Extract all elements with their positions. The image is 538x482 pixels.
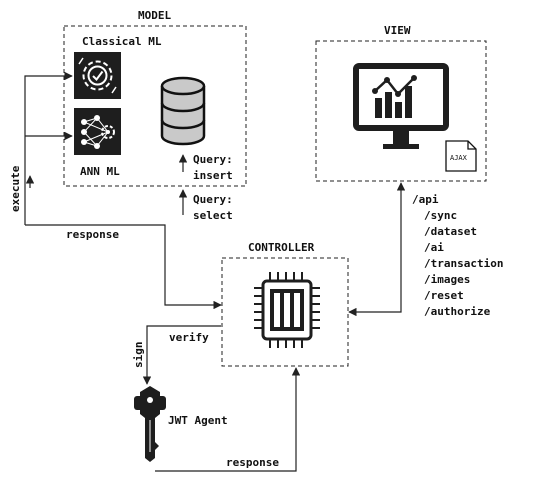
jwt-agent-label: JWT Agent	[168, 414, 228, 427]
classical-ml-label: Classical ML	[82, 35, 162, 48]
ann-ml-label: ANN ML	[80, 165, 120, 178]
api-route-list: /api /sync /dataset /ai /transaction /im…	[412, 193, 503, 318]
model-box	[63, 25, 247, 187]
view-title: VIEW	[384, 24, 411, 37]
database-icon	[160, 76, 206, 146]
execute-arrow-classical	[24, 71, 73, 225]
controller-title: CONTROLLER	[248, 241, 315, 254]
query-select-label-line1: Query:	[193, 193, 233, 206]
classical-ml-gear-check-icon	[74, 52, 121, 99]
verify-sign-arrow	[142, 325, 221, 385]
response-model-arrow	[25, 224, 222, 310]
ajax-document-icon	[445, 140, 477, 172]
query-insert-label-line1: Query:	[193, 153, 233, 166]
api-route-transaction: /transaction	[424, 257, 503, 270]
jwt-key-icon	[134, 386, 166, 462]
api-root-label: /api	[412, 193, 439, 206]
ajax-label: AJAX	[450, 154, 468, 162]
cpu-chip-icon	[254, 272, 320, 348]
view-controller-arrow	[348, 182, 406, 317]
model-title: MODEL	[138, 9, 171, 22]
api-route-sync: /sync	[424, 209, 457, 222]
controller-box	[221, 257, 349, 367]
api-route-images: /images	[424, 273, 470, 286]
api-route-dataset: /dataset	[424, 225, 477, 238]
verify-label: verify	[169, 331, 209, 344]
ann-ml-neural-network-icon	[74, 108, 121, 155]
execute-label: execute	[9, 165, 22, 212]
api-route-authorize: /authorize	[424, 305, 491, 318]
query-select-label-line2: select	[193, 209, 233, 222]
api-route-ai: /ai	[424, 241, 444, 254]
response-jwt-label: response	[226, 456, 279, 469]
monitor-chart-icon	[353, 63, 449, 149]
sign-label: sign	[132, 342, 145, 369]
response-jwt-arrow	[155, 367, 301, 472]
query-insert-label-line2: insert	[193, 169, 233, 182]
api-route-reset: /reset	[424, 289, 464, 302]
view-box	[315, 40, 487, 182]
response-model-label: response	[66, 228, 119, 241]
